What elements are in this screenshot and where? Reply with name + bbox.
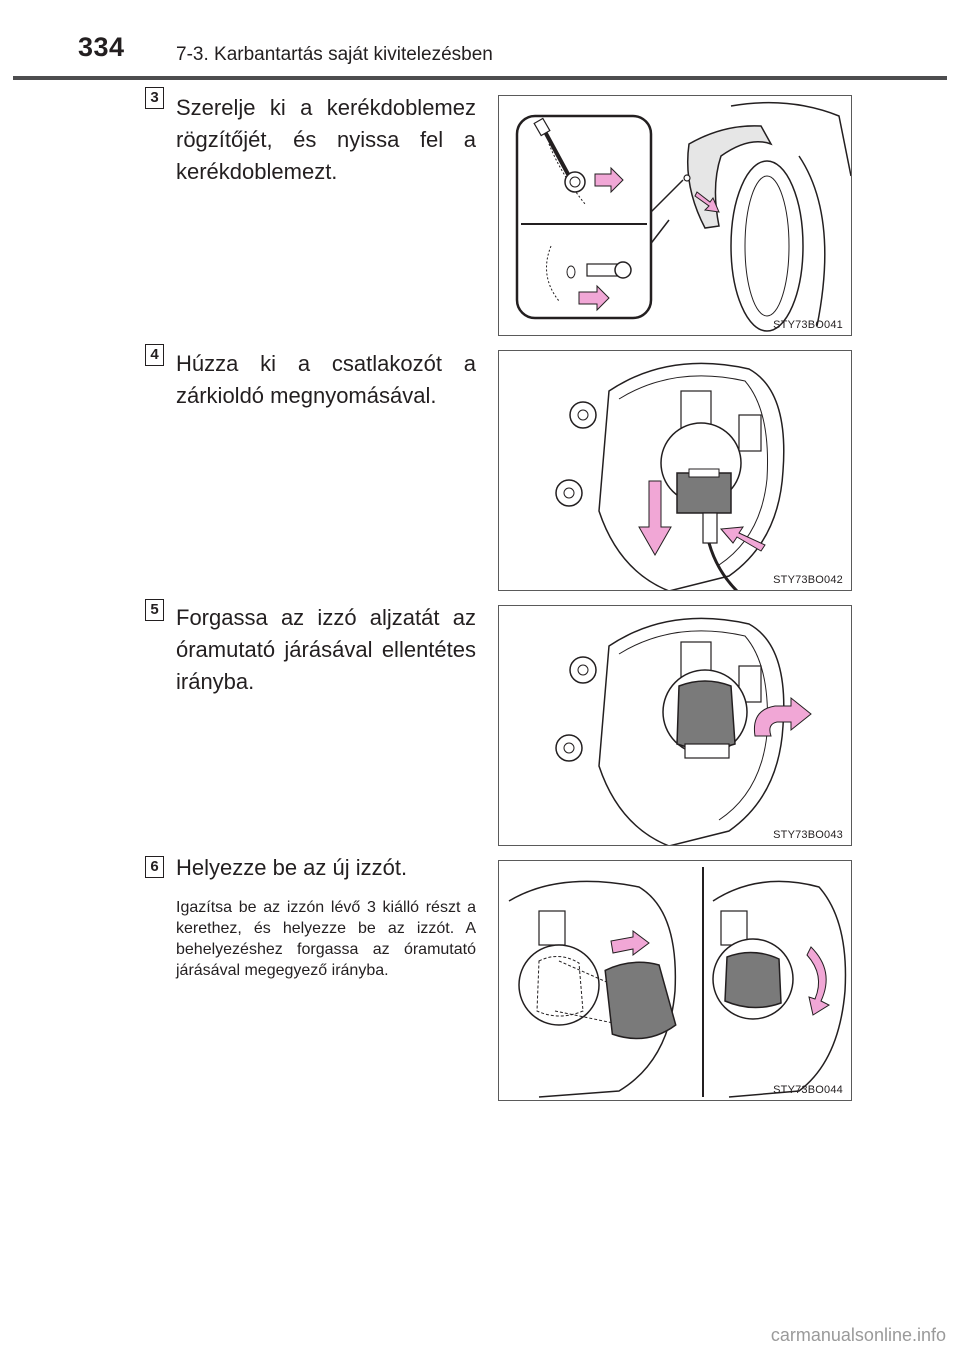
figure-step-3: STY73BO041 — [498, 95, 852, 336]
step-3-badge: 3 — [145, 87, 164, 109]
figure-step-6: STY73BO044 — [498, 860, 852, 1101]
step-3-text: Szerelje ki a kerékdoblemez rögzítőjét, … — [176, 95, 476, 184]
section-title: 7-3. Karbantartás saját kivitelezésben — [176, 44, 493, 65]
page-number: 334 — [78, 32, 125, 62]
step-6-note: Igazítsa be az izzón lévő 3 kiálló részt… — [176, 899, 476, 979]
watermark[interactable]: carmanualsonline.info — [770, 1325, 946, 1345]
figure-code: STY73BO042 — [773, 574, 843, 586]
step-4-badge: 4 — [145, 344, 164, 366]
figure-step-5: STY73BO043 — [498, 605, 852, 846]
figure-code: STY73BO044 — [773, 1084, 843, 1096]
step-6-text: Helyezze be az új izzót. — [176, 855, 408, 880]
step-4-text: Húzza ki a csatlakozót a zárkioldó megny… — [176, 351, 476, 408]
step-6-badge: 6 — [145, 856, 164, 878]
figure-code: STY73BO041 — [773, 319, 843, 331]
figure-code: STY73BO043 — [773, 829, 843, 841]
step-5-text: Forgassa az izzó aljzatát az óramutató j… — [176, 605, 476, 694]
figure-step-4: STY73BO042 — [498, 350, 852, 591]
header-rule — [13, 76, 947, 80]
step-5-badge: 5 — [145, 599, 164, 621]
